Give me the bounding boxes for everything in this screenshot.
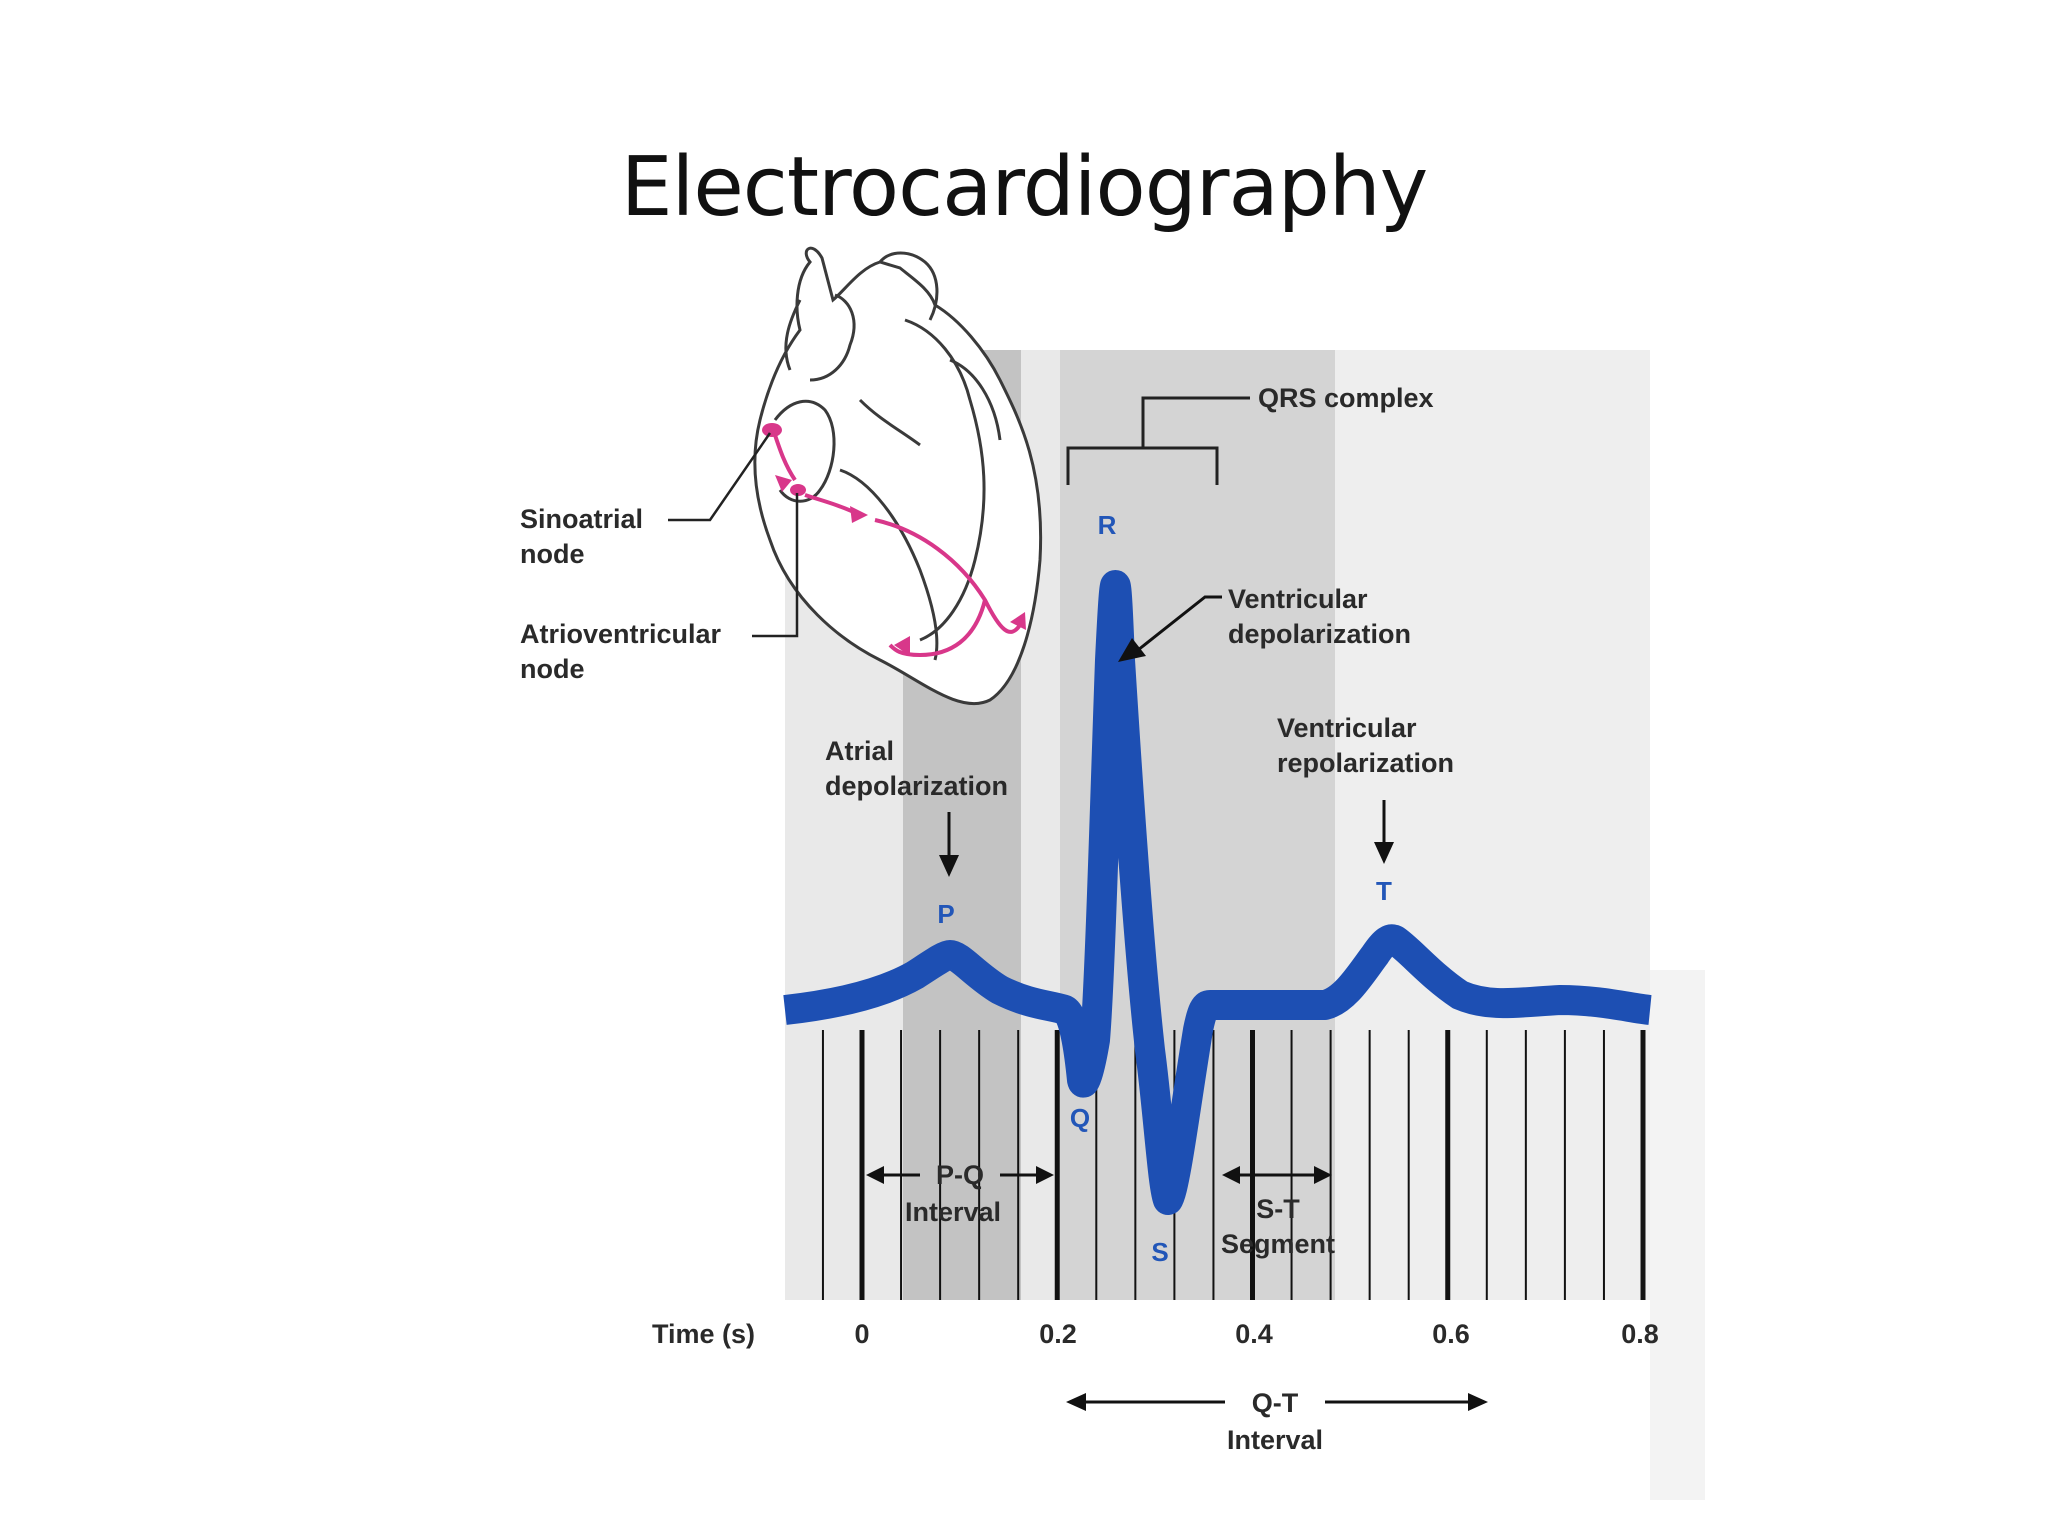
wave-s-label: S: [1151, 1237, 1168, 1267]
qrs-complex-label: QRS complex: [1258, 383, 1434, 413]
ventricular-repolarization-arrowhead: [1374, 842, 1394, 864]
pq-interval-arrow: [866, 1166, 1054, 1184]
time-tick-0-6: 0.6: [1432, 1319, 1470, 1349]
qrs-bracket: [1066, 396, 1250, 485]
ventricular-depolarization-leader: [1137, 595, 1222, 652]
time-axis-label: Time (s): [652, 1319, 755, 1349]
pathway-arrow-4: [894, 636, 910, 656]
slide-title: Electrocardiography: [620, 140, 1429, 235]
atrioventricular-label-line1: Atrioventricular: [520, 619, 722, 649]
time-grid: [821, 1030, 1646, 1300]
panel-bottom-fade: [1650, 970, 1705, 1500]
heart-diagram-icon: [753, 246, 1043, 706]
st-segment-arrow: [1222, 1166, 1332, 1184]
sinoatrial-leader: [668, 432, 772, 522]
background-panels: [785, 350, 1705, 1500]
wave-p-label: P: [937, 899, 954, 929]
pathway-arrow-1: [775, 475, 792, 492]
atrioventricular-node-icon: [790, 484, 806, 496]
sinoatrial-label-line2: node: [520, 539, 585, 569]
time-tick-0-4: 0.4: [1235, 1319, 1273, 1349]
atrial-depolarization-label-line2: depolarization: [825, 771, 1008, 801]
qt-interval-label-line1: Q-T: [1252, 1388, 1299, 1418]
pathway-arrow-2: [850, 506, 868, 523]
wave-r-label: R: [1098, 510, 1117, 540]
pq-interval-label-line1: P-Q: [936, 1160, 984, 1190]
pathway-arrow-3: [1010, 612, 1026, 630]
sinoatrial-label-line1: Sinoatrial: [520, 504, 643, 534]
wave-q-label: Q: [1070, 1103, 1090, 1133]
ventricular-depolarization-label-line2: depolarization: [1228, 619, 1411, 649]
st-segment-label-line2: Segment: [1221, 1229, 1335, 1259]
pq-interval-label-line2: Interval: [905, 1197, 1001, 1227]
qt-interval-label-line2: Interval: [1227, 1425, 1323, 1455]
atrioventricular-leader: [752, 493, 799, 638]
st-segment-label-line1: S-T: [1256, 1194, 1300, 1224]
wave-t-label: T: [1376, 876, 1392, 906]
time-tick-0-8: 0.8: [1621, 1319, 1659, 1349]
qt-interval-arrow: [1066, 1393, 1488, 1411]
ventricular-repolarization-label-line2: repolarization: [1277, 748, 1454, 778]
atrial-depolarization-arrowhead: [939, 855, 959, 877]
ventricular-repolarization-label-line1: Ventricular: [1277, 713, 1417, 743]
ventricular-depolarization-arrowhead: [1118, 638, 1146, 662]
atrioventricular-label-line2: node: [520, 654, 585, 684]
ventricular-depolarization-label-line1: Ventricular: [1228, 584, 1368, 614]
time-tick-0: 0: [854, 1319, 869, 1349]
time-tick-0-2: 0.2: [1039, 1319, 1077, 1349]
panel-right-light: [1335, 350, 1650, 1300]
atrial-depolarization-label-line1: Atrial: [825, 736, 894, 766]
sinoatrial-node-icon: [762, 423, 782, 437]
ecg-waveform: [783, 570, 1652, 1215]
